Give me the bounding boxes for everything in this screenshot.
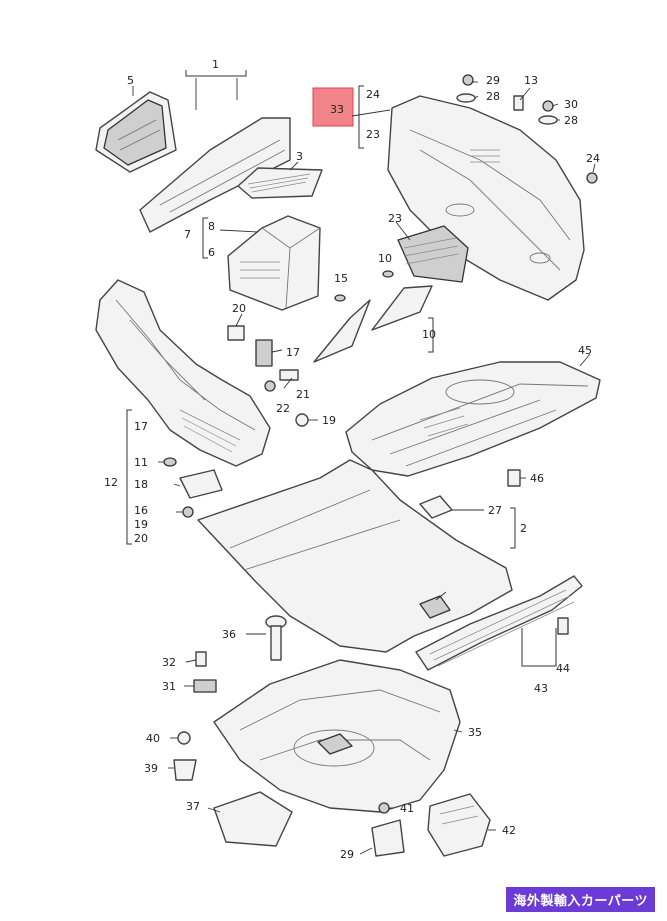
part-3-tray[interactable] (237, 167, 323, 199)
part-27-clip[interactable] (419, 495, 453, 519)
label-18: 18 (134, 478, 148, 491)
label-21: 21 (296, 388, 310, 401)
part-43-sill-trim[interactable] (415, 575, 583, 671)
clip-40[interactable] (177, 731, 191, 745)
label-23b: 23 (388, 212, 402, 225)
part-7-box[interactable] (227, 215, 321, 311)
label-33: 33 (330, 103, 344, 116)
label-46: 46 (530, 472, 544, 485)
label-43: 43 (534, 682, 548, 695)
fastener-24[interactable] (586, 172, 598, 184)
part-1-side-panel[interactable] (139, 117, 291, 233)
label-20a: 20 (232, 302, 246, 315)
label-36: 36 (222, 628, 236, 641)
fastener-29[interactable] (462, 74, 474, 86)
label-13b: 11 (134, 456, 148, 469)
label-24b: 24 (586, 152, 600, 165)
label-45: 45 (578, 344, 592, 357)
part-23-rear-panel[interactable] (387, 95, 585, 301)
fastener-30[interactable] (542, 100, 554, 112)
clip-14[interactable] (182, 506, 194, 518)
clip-22[interactable] (264, 380, 276, 392)
label-41: 41 (400, 802, 414, 815)
part-35-lower-floor[interactable] (213, 659, 461, 813)
label-23a: 23 (366, 128, 380, 141)
fastener-28b[interactable] (538, 115, 558, 125)
highlight-box (312, 87, 354, 127)
label-28b: 28 (564, 114, 578, 127)
leader-lines (132, 78, 596, 855)
part-37-box[interactable] (213, 791, 293, 847)
part-42-housing[interactable] (427, 793, 491, 857)
label-35: 35 (468, 726, 482, 739)
part-labels: 5 1 3 7 8 6 33 24 23 29 28 13 30 28 24 2… (104, 58, 600, 861)
clip-31[interactable] (193, 679, 217, 693)
label-14: 16 (134, 504, 148, 517)
label-19b: 19 (134, 518, 148, 531)
label-40: 40 (146, 732, 160, 745)
part-45-floor-panel[interactable] (345, 361, 601, 477)
label-27: 27 (488, 504, 502, 517)
label-20b: 20 (134, 532, 148, 545)
label-13: 13 (524, 74, 538, 87)
label-24a: 24 (366, 88, 380, 101)
part-9-panel[interactable] (371, 285, 433, 331)
label-29: 29 (486, 74, 500, 87)
label-10a: 10 (378, 252, 392, 265)
part-5-tray[interactable] (95, 91, 177, 173)
clip-32[interactable] (195, 651, 207, 667)
label-5: 5 (127, 74, 134, 87)
brackets (126, 70, 557, 667)
part-18-bracket[interactable] (179, 469, 223, 499)
part-39-bracket[interactable] (173, 759, 197, 781)
part-17-side-trim[interactable] (95, 279, 271, 467)
part-36-bolt[interactable] (265, 615, 287, 661)
part-10-panel[interactable] (313, 299, 371, 363)
clip-46[interactable] (507, 469, 521, 487)
label-7: 7 (184, 228, 191, 241)
label-39a: 39 (144, 762, 158, 775)
clip-41[interactable] (378, 802, 390, 814)
label-17b: 17 (134, 420, 148, 433)
label-30: 30 (564, 98, 578, 111)
label-44: 44 (556, 662, 570, 675)
label-15: 15 (334, 272, 348, 285)
label-26: 2 (520, 522, 527, 535)
clip-13-left[interactable] (163, 457, 177, 467)
label-1: 1 (212, 58, 219, 71)
part-39b-bracket[interactable] (371, 819, 405, 857)
label-28a: 28 (486, 90, 500, 103)
label-22: 22 (276, 402, 290, 415)
clip-44[interactable] (557, 617, 569, 635)
fastener-28[interactable] (456, 93, 476, 103)
label-32: 32 (162, 656, 176, 669)
clip-13[interactable] (513, 95, 524, 111)
label-37: 37 (186, 800, 200, 813)
clip-21[interactable] (279, 369, 299, 381)
label-6: 6 (208, 246, 215, 259)
fastener-15[interactable] (334, 294, 346, 302)
part-26-floor-mat[interactable] (197, 459, 513, 653)
clip-19[interactable] (295, 413, 309, 427)
watermark-badge: 海外製輸入カーパーツ (506, 887, 655, 912)
clip-17[interactable] (255, 339, 273, 367)
label-8: 8 (208, 220, 215, 233)
label-19a: 19 (322, 414, 336, 427)
fastener-16[interactable] (382, 270, 394, 278)
label-17a: 17 (286, 346, 300, 359)
label-10b: 10 (422, 328, 436, 341)
label-42: 42 (502, 824, 516, 837)
part-25-panel[interactable] (397, 225, 469, 283)
label-12: 12 (104, 476, 118, 489)
label-3: 3 (296, 150, 303, 163)
clip-20[interactable] (227, 325, 245, 341)
label-39b: 29 (340, 848, 354, 861)
label-31: 31 (162, 680, 176, 693)
